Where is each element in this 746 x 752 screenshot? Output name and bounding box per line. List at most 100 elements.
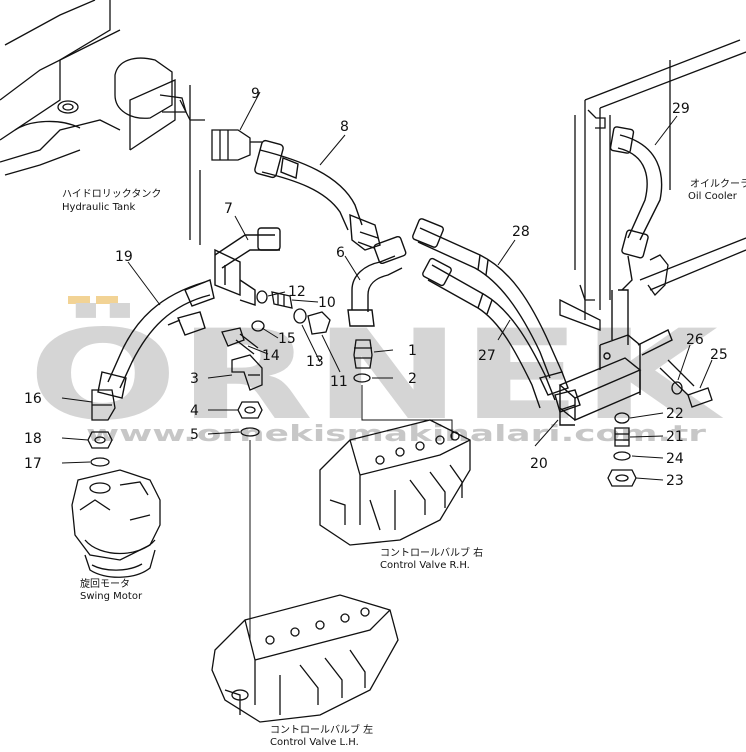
leader-29: [654, 115, 678, 146]
fitting-16: [91, 389, 116, 421]
manifold-20: [539, 289, 673, 426]
part-number-16: 16: [24, 391, 42, 407]
leader-1: [373, 349, 394, 353]
part-number-11: 11: [330, 374, 348, 390]
watermark-accent-mark: [68, 296, 90, 304]
oil-cooler: [559, 39, 746, 331]
hose-29: [609, 126, 663, 291]
o-ring-22: [614, 412, 630, 424]
o-ring-2: [353, 373, 371, 383]
part-number-9: 9: [251, 86, 260, 102]
part-number-13: 13: [306, 354, 324, 370]
part-number-3: 3: [190, 371, 199, 387]
leader-10: [291, 299, 319, 303]
part-number-8: 8: [340, 119, 349, 135]
o-ring-5: [240, 427, 260, 437]
o-ring-17: [90, 457, 110, 467]
leader-13: [301, 324, 321, 363]
cap-11: [307, 311, 331, 335]
part-number-12: 12: [288, 284, 306, 300]
part-number-6: 6: [336, 245, 345, 261]
hose-27: [422, 257, 556, 409]
leader-11: [321, 334, 341, 373]
part-number-22: 22: [666, 406, 684, 422]
part-number-23: 23: [666, 473, 684, 489]
leader-8: [319, 134, 346, 166]
spring-21: [614, 427, 630, 447]
swing-motor-caption-jp: 旋回モータ: [80, 577, 130, 590]
leader-27: [497, 319, 511, 341]
leader-16: [61, 397, 93, 403]
part-number-4: 4: [190, 403, 199, 419]
part-number-25: 25: [710, 347, 728, 363]
leader-12: [267, 291, 286, 297]
fitting-9: [211, 129, 262, 161]
watermark-accent-mark-2: [96, 296, 118, 304]
bolt-25: [659, 359, 713, 408]
oil-cooler-caption-en: Oil Cooler: [688, 191, 738, 202]
control-valve-rh-caption-jp: コントロールバルブ 右: [380, 546, 483, 559]
hose-19: [97, 279, 215, 399]
part-number-28: 28: [512, 224, 530, 240]
leader-28: [497, 239, 516, 266]
part-number-5: 5: [190, 427, 199, 443]
part-number-18: 18: [24, 431, 42, 447]
o-ring-24: [613, 451, 631, 461]
o-ring-13: [293, 308, 307, 324]
watermark-logo: ÖRNEK: [28, 302, 724, 448]
plug-23: [607, 469, 637, 487]
hydraulic-tank-caption-jp: ハイドロリックタンク: [62, 188, 161, 200]
swing-motor-caption-en: Swing Motor: [80, 591, 143, 602]
leader-21: [629, 435, 664, 438]
part-number-27: 27: [478, 348, 496, 364]
leader-to-rh-valve: [361, 385, 453, 440]
part-number-20: 20: [530, 456, 548, 472]
part-number-24: 24: [666, 451, 684, 467]
leader-24: [631, 455, 664, 459]
part-number-1: 1: [408, 343, 417, 359]
leader-17: [61, 461, 91, 464]
bolt-14: [221, 327, 259, 355]
leader-26: [677, 344, 691, 381]
o-ring-15: [251, 320, 265, 332]
leader-3: [207, 374, 233, 379]
leader-18: [61, 437, 89, 441]
leader-5: [207, 431, 241, 435]
leader-lines: [61, 91, 713, 481]
leader-6: [344, 255, 361, 281]
leader-9: [239, 91, 261, 131]
hose-28: [412, 218, 563, 379]
control-valve-lh: [211, 594, 399, 723]
control-valve-rh-caption-en: Control Valve R.H.: [380, 560, 470, 571]
leader-7: [234, 215, 249, 241]
control-valve-rh: [319, 419, 471, 546]
part-number-17: 17: [24, 456, 42, 472]
oil-cooler-caption-jp: オイルクーラ: [690, 178, 746, 190]
hydraulic-tank-caption-en: Hydraulic Tank: [62, 202, 136, 213]
leader-14: [247, 345, 269, 355]
part-number-19: 19: [115, 249, 133, 265]
fitting-1: [353, 339, 373, 369]
watermark-url: www.ornekismakinalari.com.tr: [86, 422, 706, 447]
part-number-15: 15: [278, 331, 296, 347]
part-number-7: 7: [224, 201, 233, 217]
elbow-3: [231, 354, 263, 391]
leader-25: [699, 359, 713, 389]
plug-10: [271, 291, 293, 309]
control-valve-lh-caption-en: Control Valve L.H.: [270, 737, 359, 747]
part-number-14: 14: [262, 348, 280, 364]
part-number-2: 2: [408, 371, 417, 387]
pipe-6: [347, 235, 407, 327]
o-ring-12: [256, 290, 268, 304]
part-labels: 1 2 3 4 5 6 7 8 9 10 11 12 13 14 15 16 1…: [24, 86, 728, 489]
part-number-10: 10: [318, 295, 336, 311]
part-number-29: 29: [672, 101, 690, 117]
leader-22: [629, 412, 664, 419]
control-valve-lh-caption-jp: コントロールバルブ 左: [270, 723, 373, 736]
part-number-21: 21: [666, 429, 684, 445]
leader-23: [635, 477, 664, 481]
hose-8: [254, 139, 381, 251]
hydraulic-tank: [0, 0, 205, 245]
